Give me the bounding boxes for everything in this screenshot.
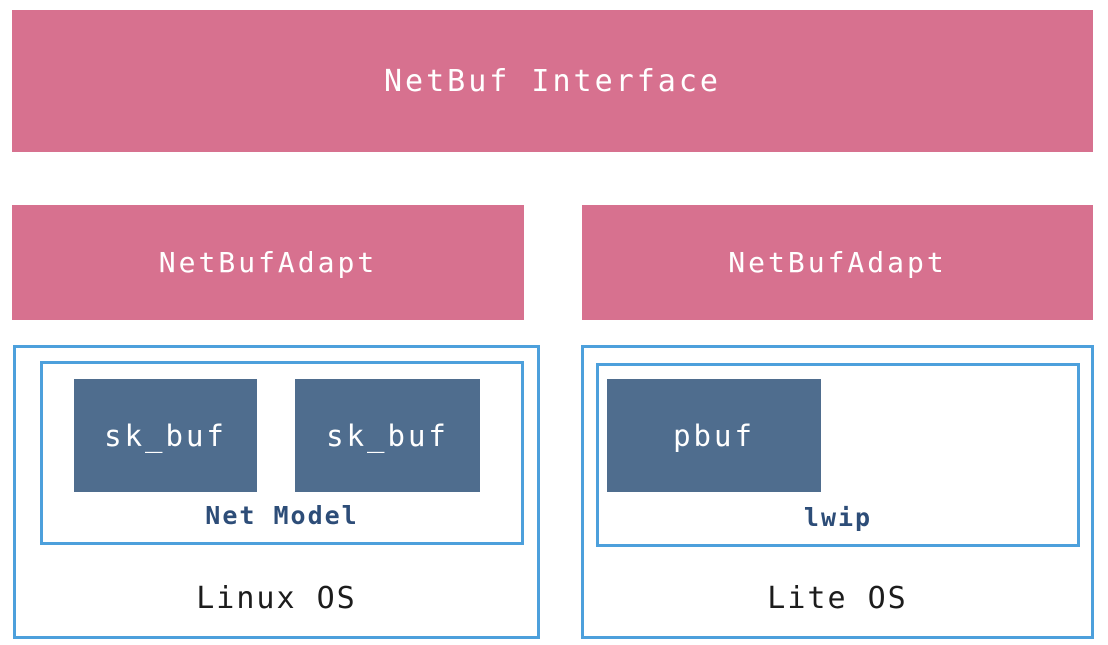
pbuf-block: pbuf	[607, 379, 821, 492]
netbuf-adapt-block-right: NetBufAdapt	[582, 205, 1093, 320]
net-model-label: Net Model	[205, 501, 359, 530]
netbuf-adapt-label-right: NetBufAdapt	[728, 246, 947, 279]
pbuf-label: pbuf	[673, 418, 755, 453]
netbuf-interface-banner: NetBuf Interface	[12, 10, 1093, 152]
netbuf-adapt-label-left: NetBufAdapt	[158, 246, 378, 279]
sk-buf-block-2: sk_buf	[295, 379, 480, 492]
linux-os-label: Linux OS	[196, 581, 357, 616]
lite-os-box: pbuf lwip Lite OS	[581, 345, 1094, 639]
sk-buf-label-1: sk_buf	[104, 418, 227, 453]
netbuf-adapt-block-left: NetBufAdapt	[12, 205, 524, 320]
net-model-box: sk_buf sk_buf Net Model	[40, 361, 524, 545]
linux-os-box: sk_buf sk_buf Net Model Linux OS	[13, 345, 540, 639]
netbuf-interface-label: NetBuf Interface	[384, 63, 721, 99]
lwip-box: pbuf lwip	[596, 363, 1080, 547]
sk-buf-block-1: sk_buf	[74, 379, 257, 492]
lwip-label: lwip	[803, 503, 873, 532]
lite-os-label: Lite OS	[767, 581, 908, 616]
sk-buf-label-2: sk_buf	[326, 418, 449, 453]
